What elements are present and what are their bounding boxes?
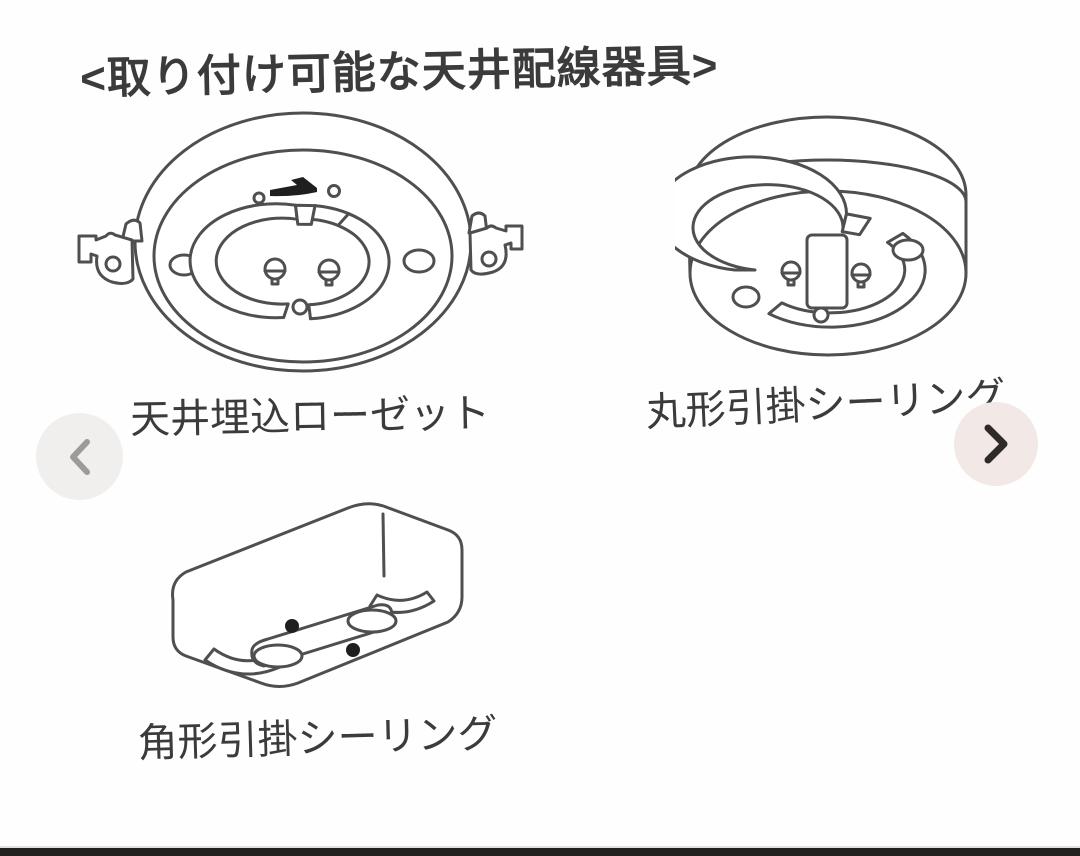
- oval-hole-upper: [891, 238, 925, 262]
- ring-key-slot: [294, 203, 317, 226]
- blade-hole-left: [780, 260, 802, 282]
- carousel-prev-button[interactable]: [36, 413, 123, 500]
- rosette-outer-plate: [133, 111, 473, 373]
- pilot-hole-right: [327, 184, 341, 198]
- chevron-right-icon: [984, 424, 1008, 464]
- rosette-illustration: [77, 111, 524, 373]
- square-socket-illustration: [171, 502, 464, 688]
- oval-hole-lower: [731, 285, 761, 309]
- right-oval-hole: [402, 248, 436, 274]
- left-clip-tab: [120, 218, 144, 243]
- figure-label-square: 角形引掛シーリング: [137, 711, 499, 767]
- photo-bottom-bar: [0, 848, 1080, 856]
- direction-arrow: [270, 177, 317, 197]
- ring-key-slot: [840, 212, 872, 237]
- center-block: [805, 233, 849, 310]
- ring-notch: [291, 298, 309, 316]
- blade-hole-right: [850, 262, 872, 284]
- ring-upper-arc: [675, 155, 848, 272]
- box-corner-edge: [381, 512, 386, 578]
- left-mounting-clip: [77, 231, 135, 285]
- ring-left-arc: [188, 202, 299, 320]
- blade-hole-left-slot: [263, 269, 287, 286]
- round-hole-far: [346, 608, 398, 634]
- rosette-inner-rim: [152, 148, 454, 364]
- contact-dot-right: [346, 643, 360, 657]
- photo-edge-line: [0, 846, 1080, 848]
- blade-hole-right-slot: [317, 270, 341, 287]
- round-socket-illustration: [675, 115, 968, 357]
- figure-label-rosette: 天井埋込ローゼット: [129, 391, 491, 443]
- left-clip-hole: [104, 255, 122, 273]
- contact-dot-left: [285, 619, 299, 633]
- page-title: <取り付け可能な天井配線器具>: [79, 41, 719, 104]
- blade-hole-left-slot: [780, 271, 802, 287]
- carousel-next-button[interactable]: [954, 402, 1038, 486]
- ring-lower-arc: [767, 231, 927, 329]
- right-mounting-clip: [468, 224, 524, 276]
- round-hole-near: [252, 643, 304, 669]
- ring-right-arc: [307, 212, 391, 321]
- right-clip-hole: [480, 250, 498, 268]
- blade-hole-left: [263, 257, 287, 281]
- ring-notch: [812, 306, 830, 324]
- box-silhouette: [171, 502, 464, 688]
- chevron-left-icon: [69, 438, 90, 475]
- blade-hole-right: [317, 258, 341, 282]
- blade-hole-right-slot: [850, 273, 872, 289]
- pilot-hole-left: [252, 191, 266, 205]
